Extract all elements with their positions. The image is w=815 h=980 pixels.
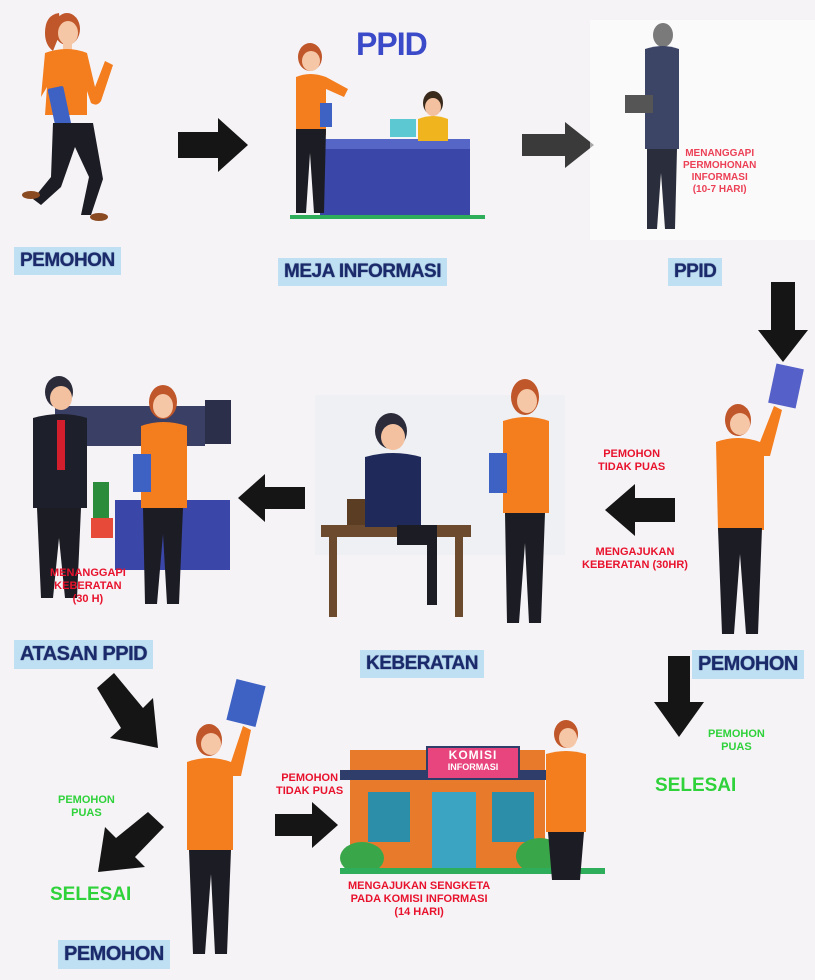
sengketa-line-1: MENGAJUKAN SENGKETA: [348, 880, 491, 892]
ppid-response-note: MENANGGAPI PERMOHONAN INFORMASI (10-7 HA…: [683, 148, 756, 196]
puas-note-2: PEMOHON PUAS: [708, 728, 765, 754]
sengketa-line-3: (14 HARI): [394, 906, 444, 918]
node-label-pemohon-1: PEMOHON: [14, 247, 121, 275]
puas-2-line-1: PEMOHON: [708, 728, 765, 740]
node-label-pemohon-2: PEMOHON: [692, 650, 804, 679]
atasan-ppid-scene: [33, 376, 231, 604]
tidak-puas-note-1: PEMOHON TIDAK PUAS: [598, 448, 665, 474]
komisi-sign: KOMISI INFORMASI: [426, 746, 520, 780]
arrow-down-2: [654, 656, 704, 737]
arrow-right-3: [275, 802, 338, 848]
sengketa-note: MENGAJUKAN SENGKETA PADA KOMISI INFORMAS…: [348, 880, 490, 919]
tidak-puas-note-2: PEMOHON TIDAK PUAS: [276, 772, 343, 798]
node-label-keberatan: KEBERATAN: [360, 650, 484, 678]
komisi-sign-line-2: INFORMASI: [447, 762, 499, 772]
ppid-response-line-4: (10-7 HARI): [692, 184, 747, 195]
atasan-response-line-2: KEBERATAN: [54, 580, 122, 592]
pemohon-running-figure: [22, 13, 113, 221]
arrow-left-2: [238, 474, 305, 522]
atasan-response-line-3: (30 H): [72, 593, 104, 605]
keberatan-scene: [315, 379, 565, 623]
arrow-diag-2: [98, 812, 164, 872]
atasan-response-line-1: MENANGGAPI: [50, 567, 126, 579]
ppid-logo: PPID: [352, 20, 432, 66]
tidak-puas-2-line-2: TIDAK PUAS: [276, 785, 344, 797]
arrow-left-1: [605, 484, 675, 536]
komisi-sign-line-1: KOMISI: [448, 748, 498, 762]
ajukan-keberatan-line-1: MENGAJUKAN: [595, 546, 675, 558]
ppid-officer-figure: [625, 23, 679, 229]
tidak-puas-2-line-1: PEMOHON: [281, 772, 339, 784]
tidak-puas-1-line-2: TIDAK PUAS: [598, 461, 666, 473]
arrow-right-1: [178, 118, 248, 172]
puas-2-line-2: PUAS: [721, 741, 752, 753]
ppid-response-line-1: MENANGGAPI: [685, 148, 755, 159]
arrow-down-1: [758, 282, 808, 362]
ajukan-keberatan-line-2: KEBERATAN (30HR): [582, 559, 688, 571]
arrow-right-2: [522, 122, 594, 168]
sengketa-line-2: PADA KOMISI INFORMASI: [350, 893, 488, 905]
arrow-diag-1: [97, 673, 158, 748]
ppid-response-line-2: PERMOHONAN: [683, 160, 757, 171]
atasan-response-note: MENANGGAPI KEBERATAN (30 H): [50, 567, 126, 606]
ppid-background: [590, 20, 815, 240]
meja-informasi-scene: [290, 43, 485, 219]
puas-1-line-1: PEMOHON: [58, 794, 115, 806]
pemohon-waving-figure-right: [716, 363, 804, 634]
puas-note-1: PEMOHON PUAS: [58, 794, 115, 820]
node-label-selesai-1: SELESAI: [655, 775, 737, 796]
ajukan-keberatan-note: MENGAJUKAN KEBERATAN (30HR): [582, 546, 688, 572]
ppid-logo-text: PPID: [356, 26, 428, 62]
tidak-puas-1-line-1: PEMOHON: [603, 448, 661, 460]
node-label-atasan-ppid: ATASAN PPID: [14, 640, 154, 669]
pemohon-waving-figure-bottom: [187, 678, 266, 954]
node-label-pemohon-3: PEMOHON: [58, 940, 170, 969]
node-label-selesai-2: SELESAI: [50, 884, 132, 905]
ppid-response-line-3: INFORMASI: [691, 172, 748, 183]
komisi-informasi-building: [340, 720, 605, 880]
node-label-meja-informasi: MEJA INFORMASI: [278, 258, 447, 286]
puas-1-line-2: PUAS: [71, 807, 102, 819]
node-label-ppid: PPID: [668, 258, 723, 286]
